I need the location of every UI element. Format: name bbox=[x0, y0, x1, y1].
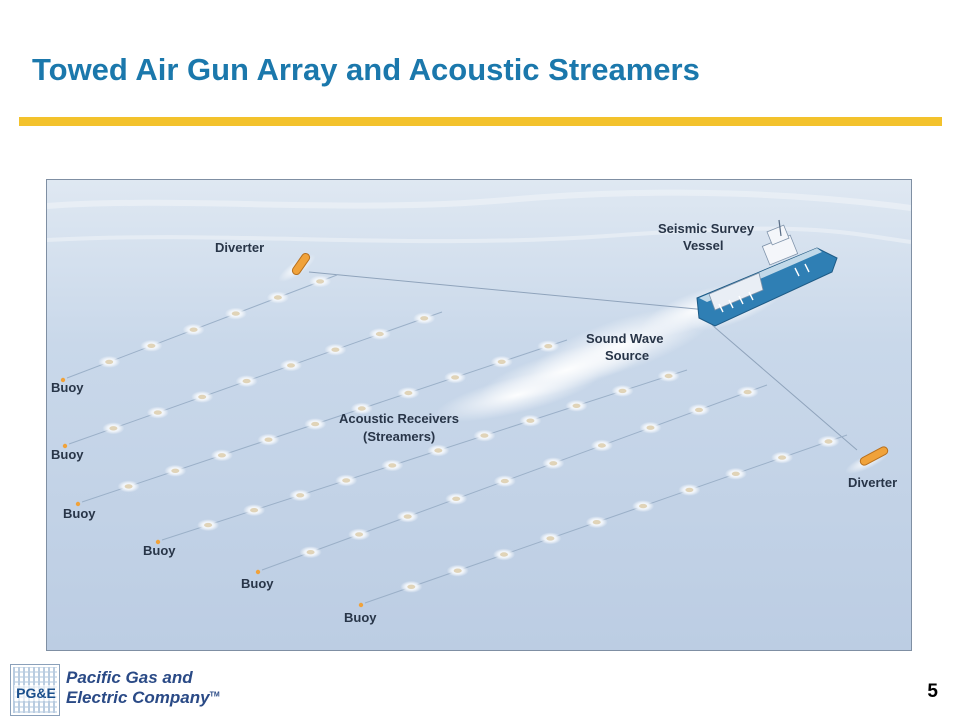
logo-line1: Pacific Gas and bbox=[66, 668, 193, 687]
receiver-node-core bbox=[549, 461, 558, 466]
receiver-node-core bbox=[404, 390, 413, 396]
receiver-node-core bbox=[453, 568, 462, 573]
receiver-node-core bbox=[264, 437, 273, 442]
receiver-node-core bbox=[743, 389, 752, 395]
title-underline bbox=[19, 117, 942, 126]
slide-title: Towed Air Gun Array and Acoustic Streame… bbox=[32, 52, 700, 87]
logo-line2: Electric CompanyTM bbox=[66, 688, 220, 708]
receiver-node-core bbox=[375, 331, 384, 337]
receiver-node-core bbox=[189, 327, 198, 332]
receiver-node-core bbox=[231, 311, 240, 316]
receiver-node-core bbox=[597, 443, 606, 448]
receiver-node-core bbox=[592, 520, 601, 525]
receiver-node-core bbox=[480, 433, 489, 438]
diagram-canvas: Seismic Survey Vessel Diverter Diverter … bbox=[47, 180, 911, 650]
receiver-node-core bbox=[306, 550, 315, 555]
receiver-node-core bbox=[618, 388, 627, 394]
receiver-node-core bbox=[778, 455, 787, 460]
diverter-right-label: Diverter bbox=[848, 475, 897, 490]
streamer-line bbox=[261, 384, 768, 571]
buoy-label: Buoy bbox=[51, 380, 84, 395]
receiver-node-core bbox=[824, 439, 833, 444]
receiver-node-core bbox=[452, 496, 461, 501]
receiver-node-core bbox=[544, 344, 553, 349]
receivers-label-line1: Acoustic Receivers bbox=[339, 411, 459, 426]
receiver-node-core bbox=[171, 468, 180, 473]
receiver-node-core bbox=[217, 453, 226, 458]
buoy-icon bbox=[358, 602, 364, 608]
logo-trademark: TM bbox=[209, 691, 220, 699]
buoy-label: Buoy bbox=[241, 576, 274, 591]
tow-lines bbox=[308, 271, 858, 451]
pge-logo: PG&E Pacific Gas and Electric CompanyTM bbox=[10, 664, 220, 716]
sound-source-label-line1: Sound Wave bbox=[586, 331, 664, 346]
receiver-node-core bbox=[639, 503, 648, 509]
diverter-left-label: Diverter bbox=[215, 240, 264, 255]
receiver-node-core bbox=[331, 347, 340, 352]
receiver-node-core bbox=[695, 407, 703, 413]
receiver-node-core bbox=[731, 471, 740, 476]
buoy-icon bbox=[155, 539, 161, 545]
receiver-node-core bbox=[124, 484, 133, 489]
buoy-label: Buoy bbox=[63, 506, 96, 521]
buoy-icon bbox=[60, 377, 66, 383]
receiver-node-core bbox=[434, 448, 443, 453]
left-diverter-icon bbox=[278, 252, 316, 282]
receiver-node-core bbox=[355, 532, 364, 537]
seismic-survey-vessel-icon bbox=[690, 219, 838, 331]
logo-line2-text: Electric Company bbox=[66, 688, 210, 707]
seismic-survey-diagram: Seismic Survey Vessel Diverter Diverter … bbox=[46, 179, 912, 651]
receiver-node-core bbox=[403, 514, 412, 519]
receiver-node-core bbox=[273, 295, 282, 300]
receiver-node-core bbox=[572, 403, 581, 408]
receiver-node-core bbox=[497, 359, 506, 364]
receiver-node-core bbox=[357, 406, 366, 411]
buoy-icon bbox=[75, 501, 81, 507]
vessel-label-line2: Vessel bbox=[683, 238, 724, 253]
sound-source-label-line2: Source bbox=[605, 348, 649, 363]
receiver-node-core bbox=[526, 418, 535, 423]
receiver-node-core bbox=[420, 316, 429, 321]
receivers-label-line2: (Streamers) bbox=[363, 429, 435, 444]
receiver-node-core bbox=[451, 375, 460, 380]
receiver-nodes bbox=[60, 275, 840, 608]
receiver-node-core bbox=[407, 584, 416, 589]
receiver-node-core bbox=[316, 279, 325, 284]
receiver-node-core bbox=[685, 487, 694, 493]
receiver-node-core bbox=[204, 522, 213, 528]
buoy-icon bbox=[62, 443, 68, 449]
receiver-node-core bbox=[153, 410, 162, 415]
receiver-node-core bbox=[646, 425, 655, 430]
pge-logo-mark: PG&E bbox=[10, 664, 60, 716]
pge-logo-mark-text: PG&E bbox=[14, 685, 58, 701]
receiver-node-core bbox=[388, 463, 397, 468]
page-number: 5 bbox=[927, 681, 938, 702]
receiver-node-core bbox=[250, 508, 259, 513]
receiver-node-core bbox=[664, 373, 673, 379]
right-diverter-icon bbox=[845, 446, 889, 474]
receiver-node-core bbox=[242, 378, 251, 384]
receiver-node-core bbox=[198, 394, 207, 400]
buoy-icon bbox=[255, 569, 261, 575]
receiver-node-core bbox=[546, 536, 555, 541]
receiver-node-core bbox=[500, 552, 508, 557]
water-texture bbox=[47, 189, 911, 244]
buoy-label: Buoy bbox=[143, 543, 176, 558]
receiver-node-core bbox=[105, 359, 114, 365]
receiver-node-core bbox=[147, 343, 156, 348]
receiver-node-core bbox=[287, 363, 295, 368]
receiver-node-core bbox=[109, 426, 118, 431]
buoy-label: Buoy bbox=[51, 447, 84, 462]
receiver-node-core bbox=[311, 421, 320, 427]
receiver-node-core bbox=[296, 493, 305, 498]
buoy-label: Buoy bbox=[344, 610, 377, 625]
receiver-node-core bbox=[500, 478, 509, 484]
receiver-node-core bbox=[342, 478, 351, 483]
vessel-label-line1: Seismic Survey bbox=[658, 221, 755, 236]
